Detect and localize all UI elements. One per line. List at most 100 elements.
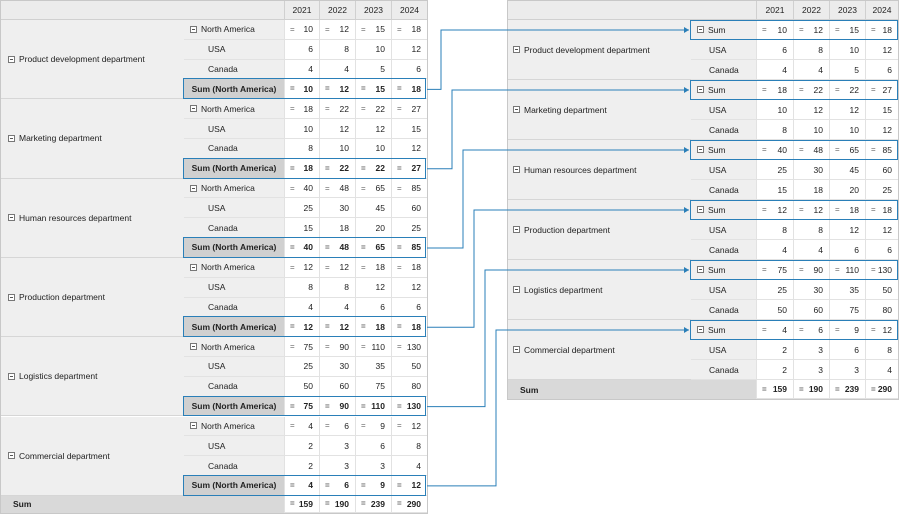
column-header-2022[interactable]: 2022 — [793, 1, 829, 20]
collapse-toggle-icon[interactable] — [513, 226, 520, 233]
equals-icon: = — [762, 205, 767, 214]
equals-icon: = — [835, 265, 840, 274]
column-header-2021[interactable]: 2021 — [284, 1, 319, 20]
collapse-toggle-icon[interactable] — [8, 293, 15, 301]
collapse-toggle-icon[interactable] — [697, 26, 704, 33]
collapse-toggle-icon[interactable] — [8, 214, 15, 222]
department-label[interactable]: Logistics department — [1, 337, 184, 417]
grand-total-2022-value: 190 — [808, 384, 823, 394]
cell-canada-2021-value: 4 — [308, 64, 313, 75]
row-label-text: USA — [709, 284, 727, 295]
equals-icon: = — [325, 242, 330, 252]
equals-icon: = — [290, 84, 295, 94]
grand-total-label: Sum — [508, 380, 756, 399]
collapse-toggle-icon[interactable] — [513, 106, 520, 113]
row-label-text: Sum — [708, 24, 726, 35]
department-label[interactable]: Product development department — [1, 20, 184, 100]
row-label-na[interactable]: North America — [184, 99, 284, 120]
column-header-2024[interactable]: 2024 — [391, 1, 427, 20]
collapse-toggle-icon[interactable] — [8, 452, 15, 460]
collapse-toggle-icon[interactable] — [697, 266, 704, 273]
cell-sum-2022-value: 12 — [813, 204, 823, 215]
cell-canada-2023-value: 20 — [849, 184, 859, 195]
cell-usa-2022-value: 30 — [339, 361, 349, 372]
collapse-toggle-icon[interactable] — [190, 343, 197, 351]
row-label-na[interactable]: North America — [184, 416, 284, 437]
cell-na-2024: =12 — [391, 416, 427, 437]
cell-na-2023: =22 — [355, 99, 391, 120]
row-label-na[interactable]: North America — [184, 20, 284, 40]
row-label-text: USA — [709, 104, 727, 115]
column-header-2022[interactable]: 2022 — [319, 1, 355, 20]
cell-usa-2022-value: 8 — [818, 44, 823, 55]
department-label[interactable]: Production department — [1, 257, 184, 338]
grand-total-2024: =290 — [391, 495, 427, 513]
collapse-toggle-icon[interactable] — [190, 105, 197, 113]
row-label-sum[interactable]: Sum — [691, 200, 756, 220]
department-label[interactable]: Human resources department — [1, 178, 184, 258]
collapse-toggle-icon[interactable] — [697, 86, 704, 93]
collapse-toggle-icon[interactable] — [513, 286, 520, 293]
row-label-canada: Canada — [691, 60, 756, 80]
collapse-toggle-icon[interactable] — [513, 346, 520, 353]
row-label-na[interactable]: North America — [184, 178, 284, 199]
cell-canada-2023: 20 — [829, 180, 865, 200]
cell-canada-2021-value: 4 — [782, 64, 787, 75]
row-label-text: North America — [201, 262, 255, 273]
row-label-text: USA — [208, 282, 226, 293]
cell-usa-2022-value: 3 — [344, 440, 349, 451]
column-header-2023[interactable]: 2023 — [355, 1, 391, 20]
collapse-toggle-icon[interactable] — [8, 55, 15, 63]
cell-usa-2022: 30 — [793, 160, 829, 180]
equals-icon: = — [290, 499, 295, 509]
cell-sum-2022-value: 6 — [818, 324, 823, 335]
collapse-toggle-icon[interactable] — [697, 206, 704, 213]
department-name: Logistics department — [524, 284, 603, 295]
equals-icon: = — [361, 24, 366, 34]
cell-canada-2024-value: 6 — [887, 64, 892, 75]
department-label[interactable]: Commercial department — [1, 416, 184, 496]
collapse-toggle-icon[interactable] — [8, 372, 15, 380]
collapse-toggle-icon[interactable] — [697, 326, 704, 333]
row-label-text: USA — [208, 202, 226, 213]
cell-usa-2024: 15 — [865, 100, 898, 120]
equals-icon: = — [325, 163, 330, 173]
collapse-toggle-icon[interactable] — [190, 184, 197, 192]
cell-canada-2022: 4 — [793, 60, 829, 80]
cell-canada-2022: 60 — [793, 300, 829, 320]
cell-usa-2021: 2 — [756, 340, 793, 360]
equals-icon: = — [361, 84, 366, 94]
equals-icon: = — [871, 145, 876, 154]
collapse-toggle-icon[interactable] — [190, 25, 197, 33]
grand-total-2021-value: 159 — [298, 498, 313, 509]
column-header-2023[interactable]: 2023 — [829, 1, 865, 20]
cell-canada-2022-value: 18 — [339, 222, 349, 233]
collapse-toggle-icon[interactable] — [513, 46, 520, 53]
cell-canada-2023: 10 — [829, 120, 865, 140]
row-label-na[interactable]: North America — [184, 257, 284, 278]
cell-usa-2024: 60 — [865, 160, 898, 180]
cell-na-2021-value: 4 — [308, 420, 313, 431]
row-label-text: Canada — [208, 381, 238, 392]
cell-usa-2021: 2 — [284, 436, 319, 457]
cell-canada-2023-value: 5 — [380, 64, 385, 75]
collapse-toggle-icon[interactable] — [513, 166, 520, 173]
row-label-text: USA — [709, 164, 727, 175]
collapse-toggle-icon[interactable] — [697, 146, 704, 153]
row-label-text: Sum (North America) — [191, 321, 277, 332]
equals-icon: = — [325, 322, 330, 332]
department-name: Production department — [19, 292, 105, 303]
column-header-2021[interactable]: 2021 — [756, 1, 793, 20]
cell-canada-2022-value: 60 — [339, 381, 349, 392]
row-label-na[interactable]: North America — [184, 337, 284, 357]
cell-usa-2024-value: 15 — [411, 123, 421, 134]
cell-canada-2024-value: 12 — [411, 143, 421, 154]
equals-icon: = — [361, 242, 366, 252]
collapse-toggle-icon[interactable] — [190, 263, 197, 271]
column-header-2024[interactable]: 2024 — [865, 1, 898, 20]
collapse-toggle-icon[interactable] — [8, 134, 15, 142]
row-label-text: Sum — [708, 144, 726, 155]
collapse-toggle-icon[interactable] — [190, 422, 197, 430]
department-label[interactable]: Marketing department — [1, 99, 184, 179]
cell-usa-2023-value: 6 — [380, 440, 385, 451]
